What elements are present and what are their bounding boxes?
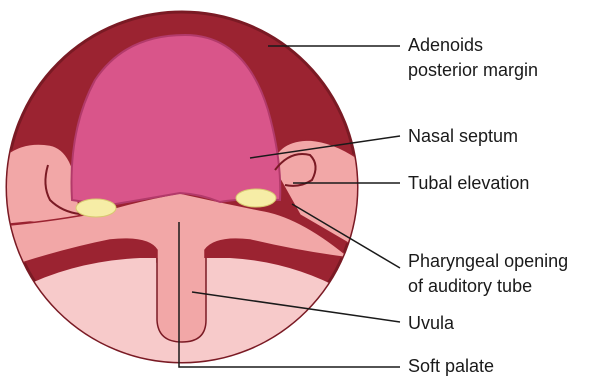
right-tube-opening bbox=[236, 189, 276, 207]
uvula bbox=[157, 258, 206, 342]
label-tubal-elevation: Tubal elevation bbox=[408, 173, 529, 194]
label-uvula: Uvula bbox=[408, 313, 454, 334]
label-pharyngeal-line1: Pharyngeal opening bbox=[408, 251, 568, 272]
label-adenoids-line2: posterior margin bbox=[408, 60, 538, 81]
label-nasal-septum: Nasal septum bbox=[408, 126, 518, 147]
label-pharyngeal-line2: of auditory tube bbox=[408, 276, 532, 297]
label-soft-palate: Soft palate bbox=[408, 356, 494, 377]
left-tube-opening bbox=[76, 199, 116, 217]
label-adenoids-line1: Adenoids bbox=[408, 35, 483, 56]
